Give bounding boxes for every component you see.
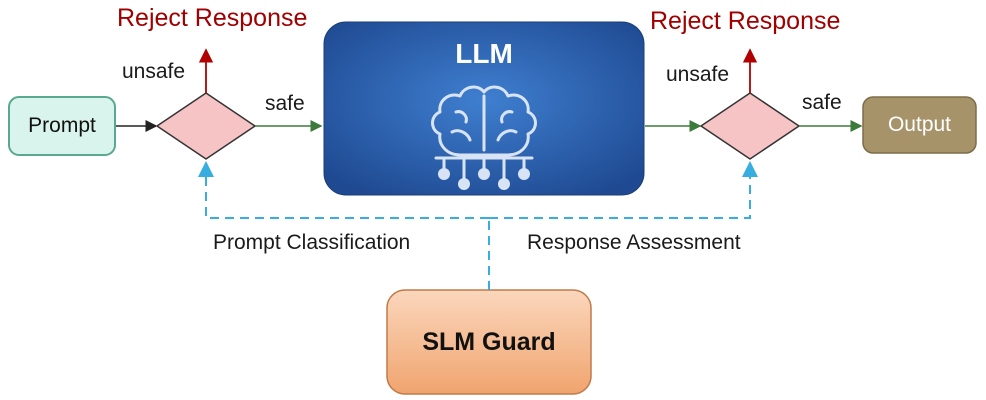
left-decision-diamond	[155, 92, 257, 160]
reject-response-left-label: Reject Response	[117, 4, 308, 32]
reject-response-right-label: Reject Response	[650, 7, 841, 35]
safe-left-label: safe	[265, 92, 305, 115]
brain-circuit-icon	[431, 85, 537, 182]
circuit-node-dots	[438, 168, 530, 190]
output-label: Output	[887, 113, 952, 136]
unsafe-right-label: unsafe	[666, 63, 730, 86]
response-assessment-label: Response Assessment	[527, 231, 741, 254]
guard-label: SLM Guard	[422, 327, 556, 356]
guard-to-left-decision-line	[198, 161, 489, 219]
prompt-classification-label: Prompt Classification	[213, 231, 411, 254]
right-decision-diamond	[699, 92, 801, 160]
unsafe-left-label: unsafe	[122, 60, 186, 83]
prompt-label: Prompt	[28, 114, 96, 137]
guard-to-right-decision-line	[489, 161, 758, 219]
output-node	[862, 96, 977, 154]
guard-links	[198, 161, 758, 290]
prompt-node	[8, 96, 116, 156]
safe-right-label: safe	[802, 91, 842, 114]
llm-title: LLM	[455, 38, 513, 69]
